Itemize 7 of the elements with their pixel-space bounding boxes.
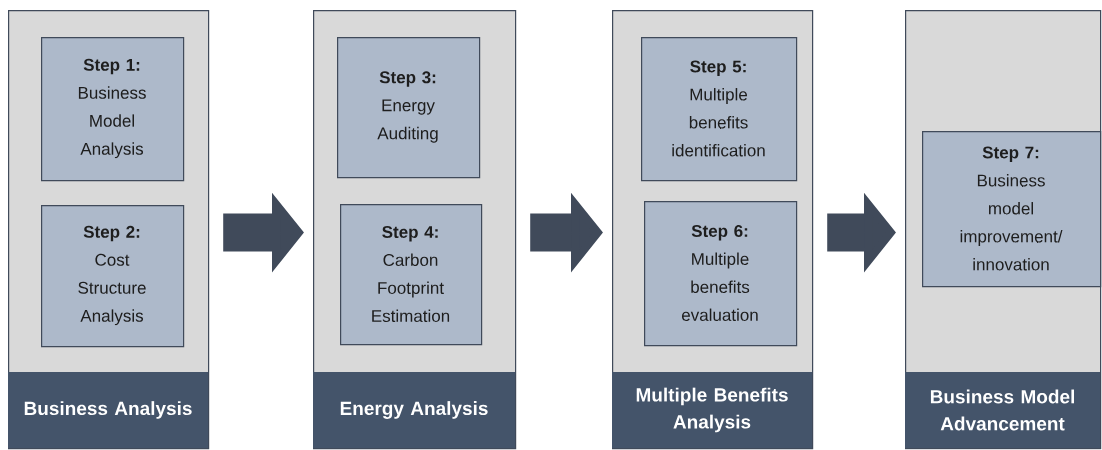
step-box: Step 4: Carbon Footprint Estimation: [340, 204, 483, 346]
step-box: Step 1: Business Model Analysis: [41, 37, 185, 182]
step-box: Step 6: Multiple benefits evaluation: [644, 201, 798, 347]
step-box: Step 3: Energy Auditing: [337, 37, 481, 179]
step-box: Step 7: Business model improvement/ innovation: [922, 131, 1102, 288]
step-box: Step 5: Multiple benefits identification: [641, 37, 798, 182]
step-box: Step 2: Cost Structure Analysis: [41, 205, 185, 348]
